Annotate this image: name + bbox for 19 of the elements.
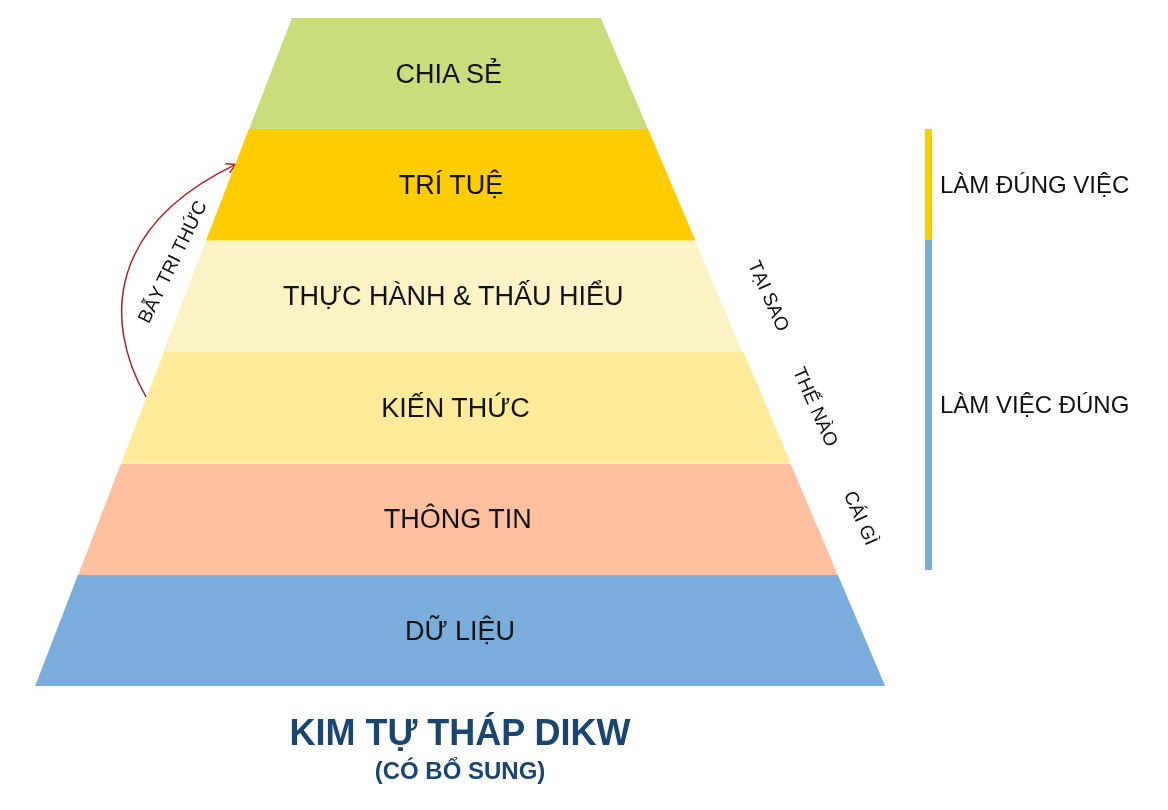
tier-label: THÔNG TIN — [383, 503, 532, 535]
pyramid-tier — [249, 18, 649, 130]
pyramid-tier — [206, 129, 696, 241]
tier-label: THỰC HÀNH & THẤU HIỂU — [282, 281, 624, 312]
tier-label: DỮ LIỆU — [404, 615, 516, 647]
tier-label: TRÍ TUỆ — [398, 169, 504, 201]
side-label: TẠI SAO — [742, 257, 794, 335]
tier-label: CHIA SẺ — [395, 58, 502, 90]
subtitle: (CÓ BỔ SUNG) — [373, 757, 547, 785]
side-label: THẾ NÀO — [788, 363, 843, 451]
legend-label: LÀM ĐÚNG VIỆC — [940, 171, 1130, 199]
pyramid-tier — [34, 575, 886, 687]
legend-label: LÀM VIỆC ĐÚNG — [940, 391, 1130, 419]
curved-arrow — [120, 163, 237, 398]
tier-label: KIẾN THỨC — [381, 392, 530, 424]
pyramid-tier — [77, 463, 838, 575]
side-label: CÁI GÌ — [838, 487, 882, 549]
pyramid-tier — [120, 352, 791, 464]
title: KIM TỰ THÁP DIKW — [288, 712, 632, 754]
